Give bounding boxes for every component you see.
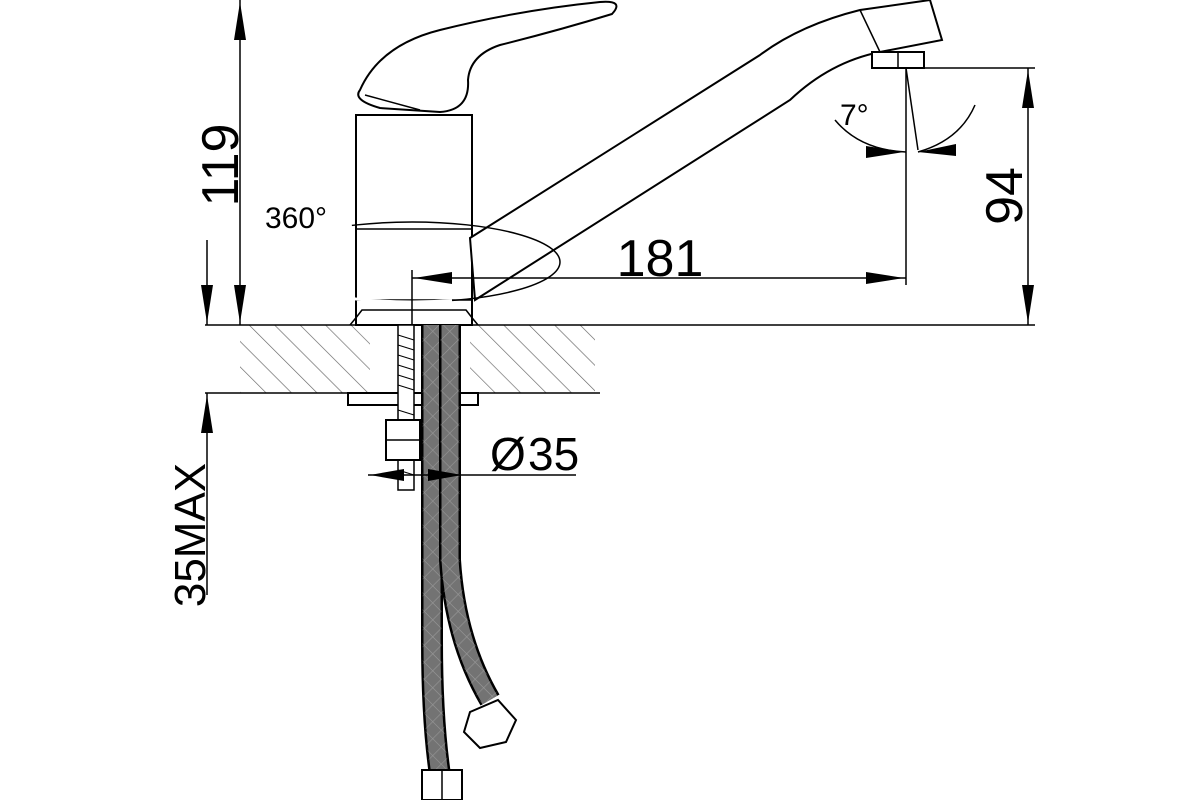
dimension-spout-height: 94 (906, 67, 1035, 325)
aerator-angle-label: 7° (840, 99, 869, 132)
dimension-spout-reach: 181 (411, 68, 907, 325)
dimension-aerator-angle: 7° (834, 67, 976, 158)
spout (468, 0, 944, 302)
dimension-height-total: 119 (192, 0, 250, 325)
rotation-label: 360° (265, 202, 327, 235)
counter-thickness-label: 35MAX (166, 463, 215, 607)
dimension-counter-thickness: 35MAX (166, 240, 215, 607)
spout-reach-label: 181 (617, 230, 704, 288)
spout-height-label: 94 (976, 167, 1034, 225)
countertop-section (205, 324, 1035, 394)
hole-diameter-label: 35 (528, 428, 579, 480)
mounting-assembly (347, 324, 518, 800)
lever-handle (357, 0, 618, 114)
faucet-body (349, 114, 479, 326)
dimension-hole-diameter: Ø 35 (368, 428, 579, 481)
height-total-label: 119 (192, 124, 250, 207)
diameter-symbol: Ø (490, 428, 526, 480)
